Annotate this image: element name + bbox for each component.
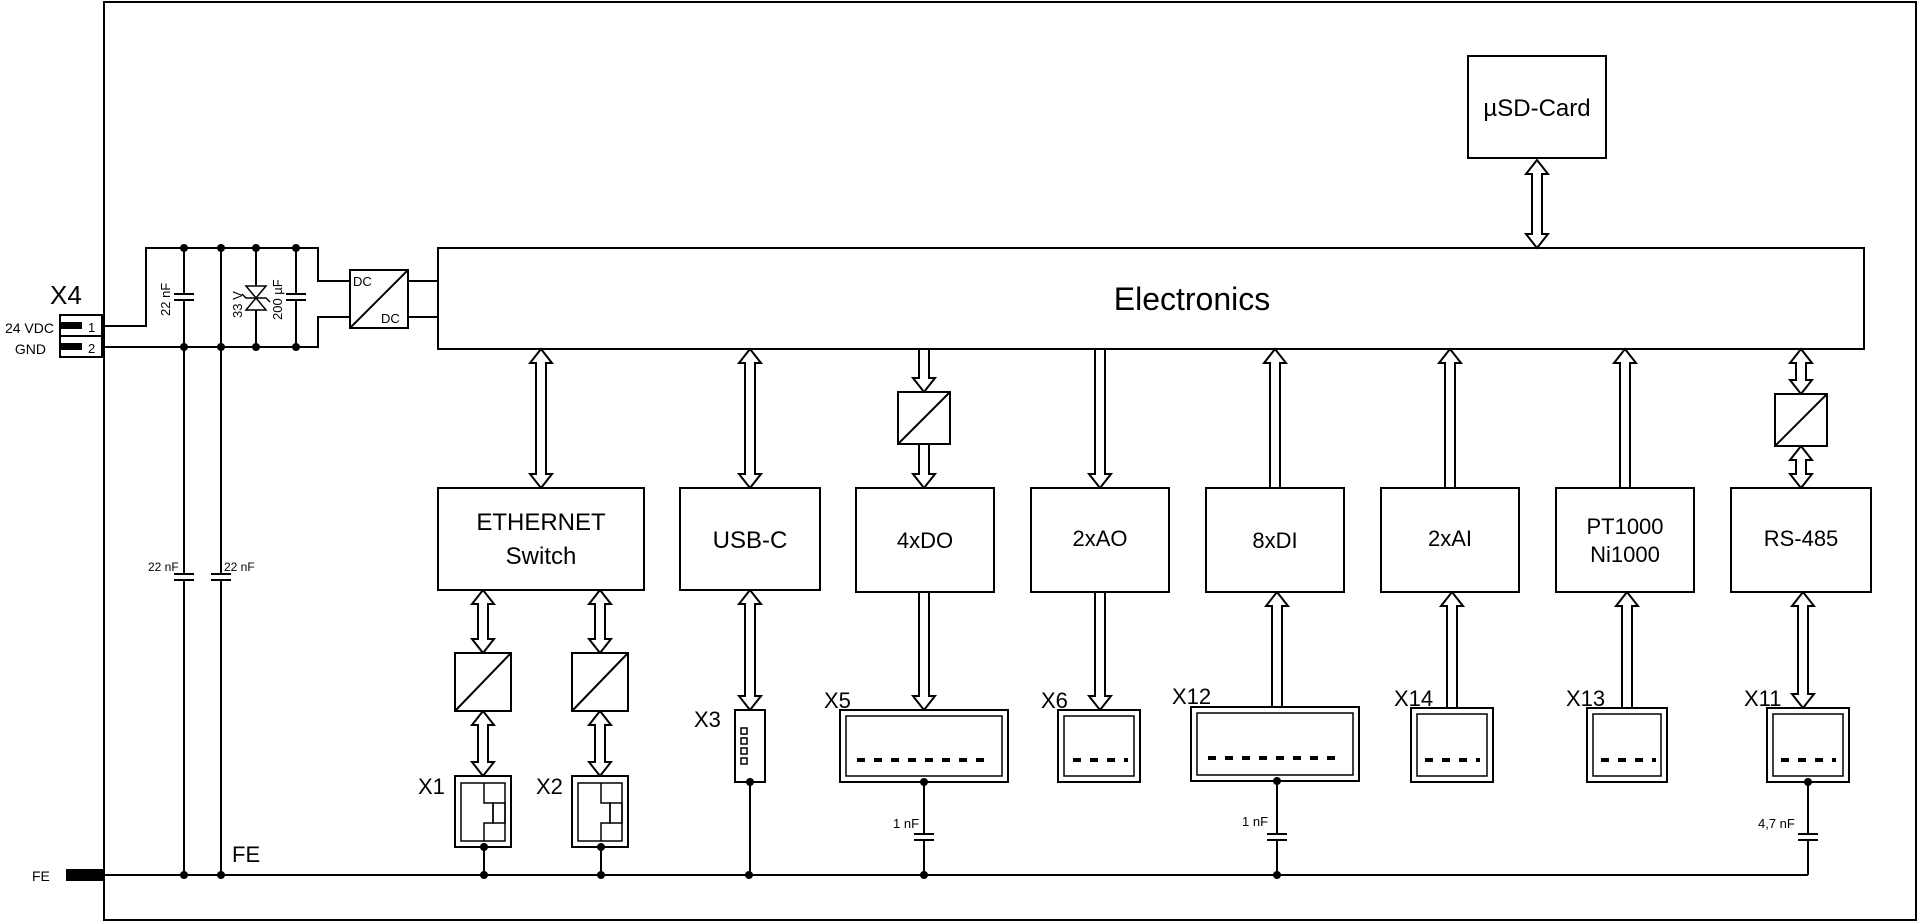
ai-label: 2xAI xyxy=(1428,526,1472,551)
do-module: 4xDO xyxy=(855,487,995,593)
converter-top-label: DC xyxy=(353,274,372,289)
x11-label: X11 xyxy=(1744,686,1782,711)
x4-pin1-contact xyxy=(60,322,82,329)
bulk-capacitor: 200 µF xyxy=(270,248,306,347)
x14-label: X14 xyxy=(1394,686,1433,711)
ai-electronics-arrow xyxy=(1436,347,1464,489)
electronics-rs485-isolator-arrow xyxy=(1787,347,1815,396)
rs485-label: RS-485 xyxy=(1764,526,1839,551)
rs485-isolator xyxy=(1774,393,1828,447)
ao-label: 2xAO xyxy=(1072,526,1127,551)
ao-module: 2xAO xyxy=(1030,487,1170,593)
fe-capacitor-2: 22 nF xyxy=(211,248,255,874)
do-label: 4xDO xyxy=(897,528,953,553)
x4-pin1-number: 1 xyxy=(88,320,95,335)
ai-module: 2xAI xyxy=(1380,487,1520,593)
usbc-module: USB-C xyxy=(679,487,821,591)
pt-label-line2: Ni1000 xyxy=(1590,542,1660,567)
di-module: 8xDI xyxy=(1205,487,1345,593)
x4-pin2-contact xyxy=(60,343,82,350)
electronics-do-isolator-arrow xyxy=(910,348,938,394)
x3-usbc-connector: X3 xyxy=(694,707,766,875)
ethernet-isolator-2-bottom-arrow xyxy=(586,709,614,778)
ethernet-isolator-2 xyxy=(571,652,629,712)
x14-terminal-block: X14 xyxy=(1394,686,1494,783)
ethernet-isolator-1 xyxy=(454,652,512,712)
pt-label-line1: PT1000 xyxy=(1586,514,1663,539)
x2-rj45-connector: X2 xyxy=(536,774,629,875)
x13-pt-arrow xyxy=(1613,590,1641,709)
usd-electronics-arrow xyxy=(1523,158,1551,250)
rs485-isolator-module-arrow xyxy=(1787,444,1815,490)
ethernet-label-line2: Switch xyxy=(506,543,577,570)
bulk-capacitor-label: 200 µF xyxy=(270,279,285,320)
do-x5-arrow xyxy=(910,591,938,712)
x13-terminal-block: X13 xyxy=(1566,686,1668,783)
tvs-label: 33 V xyxy=(230,291,245,318)
power-supply-section: X4 1 2 24 VDC GND 22 nF xyxy=(5,244,438,874)
x12-capacitor-label: 1 nF xyxy=(1242,814,1268,829)
supply-positive-wire xyxy=(102,247,312,327)
di-label: 8xDI xyxy=(1252,528,1297,553)
x5-capacitor-label: 1 nF xyxy=(893,816,919,831)
supply-24vdc-label: 24 VDC xyxy=(5,320,54,336)
x12-terminal-block: X12 1 nF xyxy=(1172,684,1360,875)
x13-label: X13 xyxy=(1566,686,1605,711)
x12-di-arrow xyxy=(1263,590,1291,708)
usbc-label: USB-C xyxy=(713,527,788,554)
x5-terminal-block: X5 1 nF xyxy=(824,688,1009,875)
x6-label: X6 xyxy=(1041,688,1068,713)
x2-label: X2 xyxy=(536,774,563,799)
ethernet-isolator-1-top-arrow xyxy=(469,588,497,655)
x5-label: X5 xyxy=(824,688,851,713)
converter-bottom-label: DC xyxy=(381,311,400,326)
fe-rail-label: FE xyxy=(232,842,260,867)
dc-dc-converter: DC DC xyxy=(349,269,409,329)
input-capacitor: 22 nF xyxy=(158,248,194,347)
usd-card-label: µSD-Card xyxy=(1483,95,1590,122)
electronics-label: Electronics xyxy=(1114,281,1271,317)
ethernet-isolator-2-top-arrow xyxy=(586,588,614,655)
supply-gnd-label: GND xyxy=(15,341,46,357)
rs485-module: RS-485 xyxy=(1730,487,1872,593)
x14-ai-arrow xyxy=(1438,590,1466,709)
x11-capacitor-label: 4,7 nF xyxy=(1758,816,1795,831)
do-isolator-module-arrow xyxy=(910,443,938,490)
electronics-ao-arrow xyxy=(1086,348,1114,490)
device-enclosure xyxy=(103,1,1917,921)
do-isolator xyxy=(897,391,951,445)
x4-pin2-number: 2 xyxy=(88,341,95,356)
input-capacitor-label: 22 nF xyxy=(158,283,173,316)
ao-x6-arrow xyxy=(1086,591,1114,712)
rs485-x11-arrow xyxy=(1789,590,1817,710)
pt-electronics-arrow xyxy=(1611,347,1639,489)
x12-label: X12 xyxy=(1172,684,1211,709)
ethernet-switch: ETHERNET Switch xyxy=(437,487,645,591)
tvs-diode: 33 V xyxy=(230,248,271,347)
x11-terminal-block: X11 4,7 nF xyxy=(1744,686,1850,875)
di-electronics-arrow xyxy=(1261,347,1289,489)
electronics-block xyxy=(437,247,1865,350)
pt1000-module: PT1000 Ni1000 xyxy=(1555,487,1695,593)
usbc-x3-arrow xyxy=(736,588,764,712)
usd-card-block xyxy=(1467,55,1607,159)
ethernet-isolator-1-bottom-arrow xyxy=(469,709,497,778)
x4-label: X4 xyxy=(50,280,82,310)
fe-terminal xyxy=(66,869,104,881)
fe-capacitor-2-label: 22 nF xyxy=(224,560,255,574)
fe-terminal-label: FE xyxy=(32,868,50,884)
x3-label: X3 xyxy=(694,707,721,732)
x1-label: X1 xyxy=(418,774,445,799)
electronics-usbc-arrow xyxy=(736,347,764,490)
electronics-ethernet-arrow xyxy=(527,347,555,490)
ethernet-label-line1: ETHERNET xyxy=(476,509,606,536)
x6-terminal-block: X6 xyxy=(1041,688,1141,783)
fe-rail: FE FE xyxy=(32,842,1808,884)
fe-capacitor-1: 22 nF xyxy=(148,347,194,874)
x1-rj45-connector: X1 xyxy=(418,774,512,875)
fe-capacitor-1-label: 22 nF xyxy=(148,560,179,574)
